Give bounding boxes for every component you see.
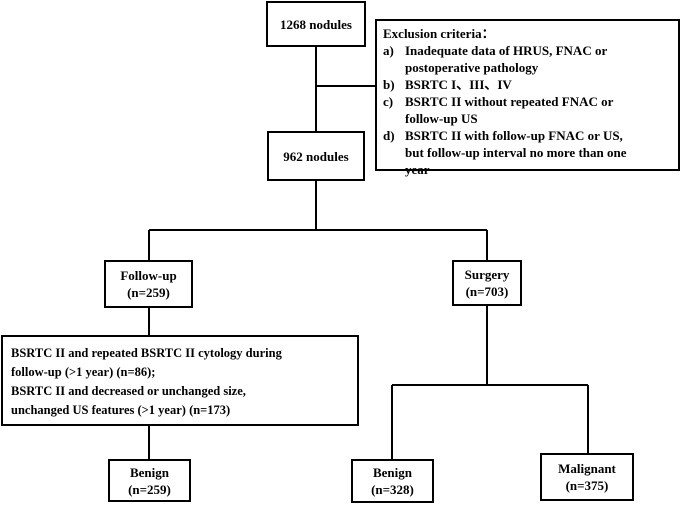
exclusion-item: d) BSRTC II with follow-up FNAC or US, but…	[383, 127, 672, 178]
exclusion-item: c) BSRTC II without repeated FNAC or follo…	[383, 93, 672, 127]
exclusion-item-line: BSRTC II without repeated FNAC or	[405, 94, 614, 109]
exclusion-item-text: BSRTC II with follow-up FNAC or US, but f…	[405, 127, 627, 178]
exclusion-item-letter: b)	[383, 77, 395, 92]
node-text-line: (n=375)	[565, 478, 609, 493]
exclusion-title: Exclusion criteria：	[383, 26, 495, 41]
exclusion-item: b) BSRTC I、III、IV	[383, 76, 672, 93]
node-text-line: Follow-up	[120, 268, 177, 283]
exclusion-item-letter: a)	[383, 43, 394, 58]
exclusion-item-line: but follow-up interval no more than one	[405, 145, 627, 160]
node-text-line: (n=703)	[465, 284, 509, 299]
node-text-line: BSRTC II and decreased or unchanged size…	[11, 384, 246, 398]
node-benign-follow-up: Benign(n=259)	[108, 459, 191, 502]
node-text-line: (n=259)	[127, 285, 170, 300]
node-malignant: Malignant (n=375)	[540, 453, 634, 501]
exclusion-item-letter: c)	[383, 94, 394, 109]
exclusion-item-line: Inadequate data of HRUS, FNAC or	[405, 43, 608, 58]
exclusion-item-text: BSRTC II without repeated FNAC or follow-…	[405, 93, 613, 127]
node-text-line: 962 nodules	[283, 148, 349, 164]
exclusion-item-line: postoperative pathology	[405, 60, 539, 75]
exclusion-item-text: Inadequate data of HRUS, FNAC or postoper…	[405, 42, 607, 76]
node-text-line: follow-up (>1 year) (n=86);	[11, 365, 156, 379]
exclusion-criteria-box: Exclusion criteria： a) Inadequate data of…	[375, 19, 680, 177]
node-text-line: (n=328)	[371, 482, 414, 497]
exclusion-item: a) Inadequate data of HRUS, FNAC or postop…	[383, 42, 672, 76]
node-follow-up-criteria: BSRTC II and repeated BSRTC II cytology …	[1, 335, 359, 426]
exclusion-item-line: follow-up US	[405, 111, 478, 126]
node-text-line: 1268 nodules	[280, 16, 352, 32]
exclusion-items: a) Inadequate data of HRUS, FNAC or postop…	[383, 42, 672, 178]
node-text-line: BSRTC II and repeated BSRTC II cytology …	[11, 346, 282, 360]
node-total-nodules: 1268 nodules	[266, 1, 366, 47]
node-benign-surgery: Benign (n=328)	[351, 459, 434, 503]
node-surgery: Surgery (n=703)	[452, 260, 522, 306]
exclusion-item-letter: d)	[383, 128, 395, 143]
node-text-line: Benign	[372, 465, 412, 480]
exclusion-item-text: BSRTC I、III、IV	[405, 76, 512, 93]
node-included-nodules: 962 nodules	[267, 131, 365, 181]
node-follow-up: Follow-up (n=259)	[104, 260, 193, 308]
node-text-line: Surgery	[464, 267, 510, 282]
node-text-line: Malignant	[558, 461, 616, 476]
node-text-line: (n=259)	[128, 481, 171, 497]
exclusion-item-line: BSRTC I、III、IV	[405, 77, 512, 92]
node-text-line: Benign	[129, 464, 169, 480]
node-text-line: unchanged US features (>1 year) (n=173)	[11, 403, 231, 417]
exclusion-item-line: year	[405, 162, 430, 177]
exclusion-item-line: BSRTC II with follow-up FNAC or US,	[405, 128, 623, 143]
